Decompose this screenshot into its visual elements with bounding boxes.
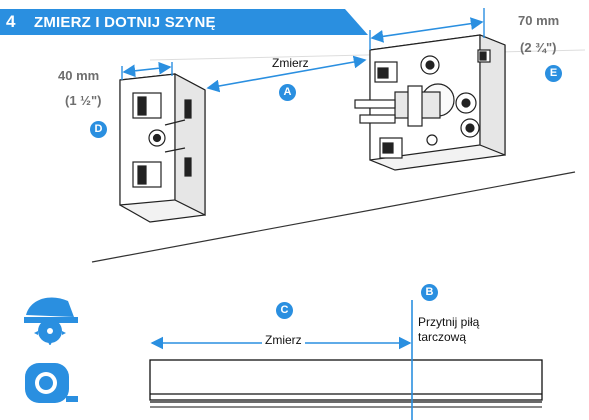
bracket-d-size-mm: 40 mm — [58, 68, 100, 83]
bracket-e-illustration — [354, 34, 506, 171]
step-number: 4 — [6, 12, 16, 31]
bracket-e-size-mm: 70 mm — [518, 13, 560, 28]
bracket-e-width-arrow — [370, 17, 484, 43]
bracket-e-size-in: (2 ¾") — [520, 40, 557, 55]
step-title: ZMIERZ I DOTNIJ SZYNĘ — [34, 14, 216, 31]
marker-e: E — [545, 65, 562, 82]
rail-illustration — [149, 359, 543, 408]
marker-d: D — [90, 121, 107, 138]
bracket-d-illustration — [119, 73, 206, 223]
step-banner — [0, 9, 368, 35]
bracket-d-width-arrow — [122, 61, 172, 78]
bracket-d-size-in: (1 ½") — [65, 93, 102, 108]
measure-a-arrow — [206, 55, 367, 93]
marker-b: B — [421, 284, 438, 301]
measure-bottom-label: Zmierz — [262, 333, 305, 347]
tape-measure-icon — [25, 363, 78, 403]
circular-saw-icon — [24, 297, 78, 345]
cut-label: Przytnij piłą tarczową — [418, 315, 480, 344]
measure-top-label: Zmierz — [272, 56, 309, 70]
wall-edge-line — [91, 171, 576, 263]
marker-a: A — [279, 84, 296, 101]
marker-c: C — [276, 302, 293, 319]
